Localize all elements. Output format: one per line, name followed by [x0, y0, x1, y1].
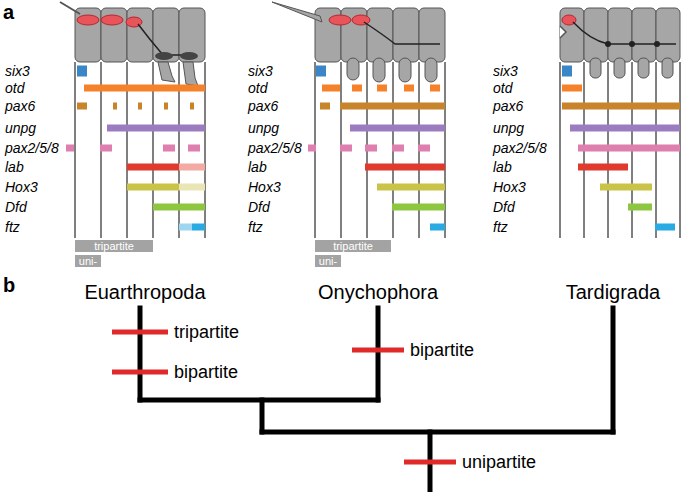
expression-bar: [350, 125, 445, 132]
expression-bar: [66, 145, 74, 152]
expression-bar: [377, 85, 387, 92]
gene-name: ftz: [5, 220, 20, 234]
expression-bar: [365, 145, 377, 152]
expression-bar: [316, 66, 326, 77]
gene-name: six3: [493, 64, 518, 78]
expression-bar: [179, 224, 192, 231]
expression-bar: [164, 103, 168, 110]
expression-bar: [365, 164, 445, 171]
gene-name: Dfd: [5, 200, 27, 214]
expression-bar: [562, 66, 572, 77]
expression-bar: [100, 145, 112, 152]
expression-bar: [392, 204, 445, 211]
gene-name: Dfd: [493, 200, 515, 214]
expression-bar: [84, 85, 205, 92]
gene-name: six3: [248, 64, 273, 78]
expression-bar: [430, 224, 445, 231]
gene-name: otd: [5, 81, 24, 95]
expression-bar: [138, 103, 142, 110]
expression-bar: [77, 103, 87, 110]
expression-bar: [127, 164, 179, 171]
tree-label: tripartite: [174, 323, 239, 341]
expression-bar: [340, 103, 445, 110]
character-ticks: [112, 332, 456, 462]
gene-name: unpg: [248, 121, 279, 135]
band-label: tripartite: [94, 241, 134, 252]
tree-label: unipartite: [462, 453, 536, 471]
expression-bar: [578, 145, 680, 152]
expression-bar: [352, 85, 362, 92]
expression-bar: [77, 66, 87, 77]
expression-bar: [190, 103, 194, 110]
expression-bar: [570, 125, 680, 132]
region-band: tripartite: [75, 240, 153, 252]
expression-bar: [127, 184, 179, 191]
band-label: uni-: [79, 256, 97, 267]
gene-name: Hox3: [248, 180, 281, 194]
panel-letter: b: [3, 275, 15, 295]
phylogeny-tree: [140, 308, 613, 490]
head-segments: [75, 8, 680, 62]
tree-label: bipartite: [410, 341, 474, 359]
gene-name: unpg: [493, 121, 524, 135]
gene-name: otd: [248, 81, 267, 95]
gene-name: pax6: [5, 99, 35, 113]
expression-bar: [163, 145, 175, 152]
gene-name: lab: [493, 160, 512, 174]
expression-bar: [562, 85, 582, 92]
expression-bar: [320, 103, 330, 110]
expression-bar: [404, 85, 414, 92]
gene-name: lab: [248, 160, 267, 174]
gene-name: Hox3: [493, 180, 526, 194]
expression-bar: [578, 164, 628, 171]
gene-name: pax2/5/8: [493, 141, 547, 155]
band-label: uni-: [319, 256, 337, 267]
expression-bar: [655, 224, 675, 231]
expression-bar: [179, 164, 205, 171]
band-label: tripartite: [333, 241, 373, 252]
tree-label: Euarthropoda: [84, 282, 205, 302]
expression-bar: [188, 145, 200, 152]
gene-name: pax2/5/8: [248, 141, 302, 155]
gene-name: lab: [5, 160, 24, 174]
expression-bar: [192, 224, 205, 231]
gene-name: Dfd: [248, 200, 270, 214]
expression-bar: [322, 85, 340, 92]
expression-bar: [179, 184, 205, 191]
expression-bar: [153, 204, 205, 211]
expression-bar: [107, 125, 205, 132]
expression-bar: [392, 145, 404, 152]
gene-name: pax2/5/8: [5, 141, 59, 155]
gene-name: six3: [5, 64, 30, 78]
gene-name: pax6: [493, 99, 523, 113]
gene-name: otd: [493, 81, 512, 95]
expression-bar: [628, 204, 652, 211]
region-band: tripartite: [315, 240, 391, 252]
expression-bar: [340, 145, 352, 152]
panel-letter: a: [3, 2, 14, 22]
gene-name: ftz: [493, 220, 508, 234]
expression-bar: [377, 184, 445, 191]
gene-name: pax6: [248, 99, 278, 113]
tree-label: bipartite: [174, 363, 238, 381]
region-band: uni-: [75, 255, 101, 267]
expression-bar: [562, 103, 680, 110]
tree-label: Tardigrada: [566, 282, 661, 302]
expression-bar: [418, 145, 430, 152]
tree-label: Onychophora: [318, 282, 438, 302]
gene-name: ftz: [248, 220, 263, 234]
expression-bar: [113, 103, 117, 110]
expression-bar: [308, 145, 316, 152]
region-band: uni-: [315, 255, 341, 267]
gene-name: unpg: [5, 121, 36, 135]
expression-bar: [600, 184, 652, 191]
gene-name: Hox3: [5, 180, 38, 194]
expression-bars: [66, 66, 680, 231]
expression-bar: [430, 85, 440, 92]
